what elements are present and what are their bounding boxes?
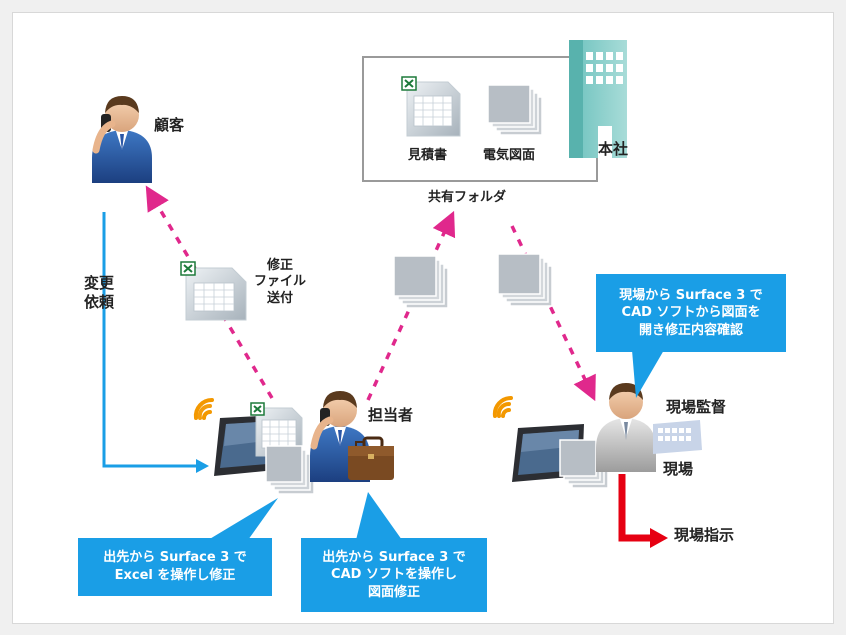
- site-supervisor-icon: [596, 383, 656, 472]
- site-building-icon: [653, 420, 702, 454]
- cad-callout-line2: CAD ソフトを操作し: [331, 567, 457, 583]
- upload-drawing-arrow: [366, 210, 456, 401]
- site-callout-line1: 現場から Surface 3 で: [619, 287, 763, 303]
- change-request-line2: 依頼: [84, 292, 115, 311]
- site-callout: 現場から Surface 3 で CAD ソフトから図面を 開き修正内容確認: [596, 274, 786, 352]
- corrected-file-line3: 送付: [267, 290, 294, 306]
- site-supervisor-label: 現場監督: [666, 398, 727, 416]
- site-label: 現場: [663, 460, 694, 478]
- electrical-drawing-label: 電気図面: [483, 148, 536, 163]
- cad-callout-line3: 図面修正: [367, 584, 420, 600]
- corrected-file-line2: ファイル: [254, 274, 307, 290]
- change-request-line1: 変更: [84, 274, 115, 292]
- estimate-excel-file-icon: [401, 76, 461, 137]
- site-callout-line2: CAD ソフトから図面を: [621, 305, 761, 321]
- electrical-drawings-stack-icon: [487, 84, 543, 136]
- site-wifi-signal-icon: [492, 395, 513, 418]
- change-request-label: 変更 依頼: [84, 274, 114, 312]
- site-callout-line3: 開き修正内容確認: [638, 322, 743, 338]
- site-instruction-arrow: [618, 474, 668, 548]
- person-in-charge-label: 担当者: [368, 406, 414, 424]
- briefcase-icon: [348, 436, 394, 480]
- shared-folder-label: 共有フォルダ: [428, 190, 507, 205]
- excel-callout-line2: Excel を操作し修正: [114, 568, 236, 583]
- corrected-excel-file-icon: [180, 261, 247, 321]
- change-request-arrow: [102, 212, 209, 473]
- cad-callout-line1: 出先から Surface 3 で: [322, 549, 466, 565]
- corrected-file-send-label: 修正 ファイル 送付: [254, 258, 306, 307]
- downloaded-drawing-stack-icon: [497, 253, 553, 307]
- drawing-stack-on-tablet-icon: [265, 445, 315, 495]
- customer-label: 顧客: [154, 116, 185, 134]
- site-callout-pointer: [632, 350, 664, 398]
- corrected-file-send-arrow: [145, 185, 274, 399]
- uploaded-drawing-stack-icon: [393, 255, 449, 309]
- download-drawing-arrow: [510, 225, 596, 402]
- head-office-building-icon: [569, 40, 627, 158]
- cad-callout-pointer: [356, 492, 402, 540]
- site-instruction-label: 現場指示: [674, 526, 735, 544]
- customer-person-icon: [92, 96, 152, 183]
- excel-callout-pointer: [208, 498, 278, 540]
- head-office-label: 本社: [598, 140, 629, 158]
- excel-callout: 出先から Surface 3 で Excel を操作し修正: [78, 538, 272, 596]
- excel-callout-line1: 出先から Surface 3 で: [103, 550, 247, 566]
- cad-callout: 出先から Surface 3 で CAD ソフトを操作し 図面修正: [301, 538, 487, 612]
- excel-file-on-tablet-icon: [250, 402, 303, 457]
- estimate-label: 見積書: [408, 148, 448, 163]
- wifi-signal-icon: [193, 397, 214, 420]
- corrected-file-line1: 修正: [267, 258, 294, 273]
